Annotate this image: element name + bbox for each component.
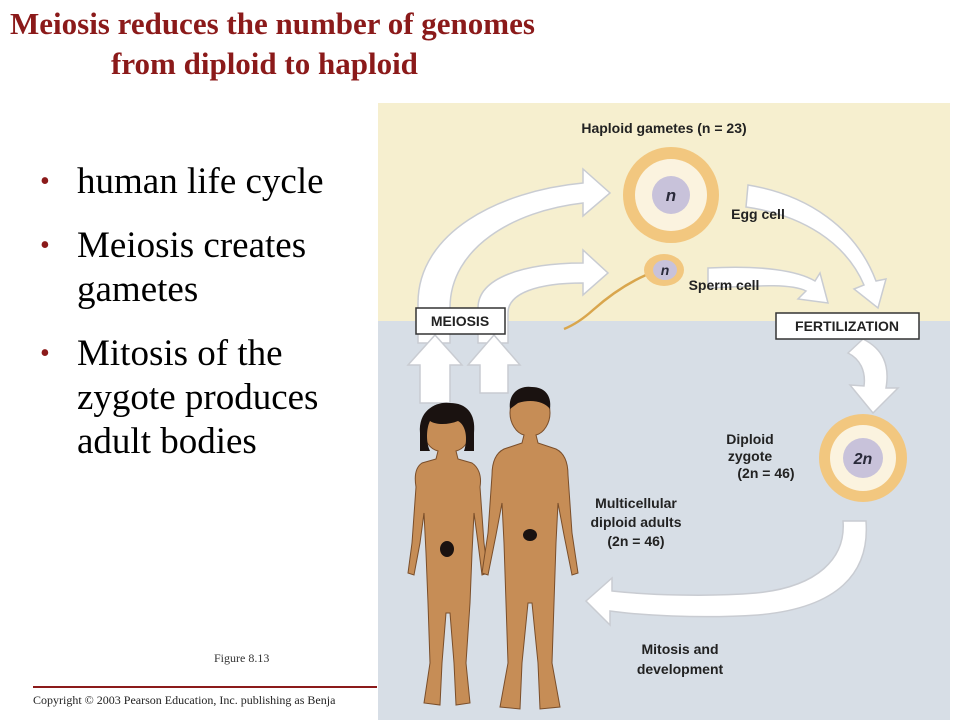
male-hair (509, 386, 551, 409)
zygote-label: Diploid zygote (2n = 46) (726, 431, 794, 481)
egg-cell: n (623, 147, 719, 243)
adults-label-line-1: Multicellular (595, 495, 677, 511)
mitosis-label: Mitosis and development (637, 641, 724, 677)
adult-female-to-meiosis-arrow (406, 333, 464, 404)
adult-male-to-meiosis-arrow (466, 333, 522, 394)
fertilization-to-zygote-arrow (846, 338, 900, 415)
bullet-text: Meiosis creates gametes (77, 225, 307, 310)
meiosis-box: MEIOSIS (415, 307, 506, 335)
adults-label-line-2: diploid adults (591, 514, 682, 530)
zygote-label-line-3: (2n = 46) (737, 465, 794, 481)
male-figure (481, 392, 579, 710)
mitosis-label-line-2: development (637, 661, 724, 677)
bullet-dot-icon: • (40, 230, 50, 261)
bullet-list: • human life cycle • Meiosis creates gamet… (40, 160, 340, 484)
meiosis-to-sperm-arrow (477, 248, 610, 344)
sperm-cell: n (563, 254, 684, 331)
footer-rule (33, 686, 377, 688)
adults-label: Multicellular diploid adults (2n = 46) (591, 495, 682, 549)
zygote-nucleus-label: 2n (853, 451, 873, 468)
bullet-text: human life cycle (77, 161, 324, 202)
sperm-to-fertilization-arrow (707, 266, 830, 304)
bullet-dot-icon: • (40, 338, 50, 369)
zygote-cell: 2n (819, 414, 907, 502)
egg-to-fertilization-arrow (745, 184, 888, 310)
male-pubic (523, 529, 537, 541)
sperm-cell-label: Sperm cell (689, 277, 760, 293)
zygote-to-adults-arrow (584, 520, 868, 627)
female-pubic (440, 541, 454, 557)
female-hair (419, 402, 475, 451)
title-line-2: from diploid to haploid (111, 46, 418, 81)
bullet-item: • Meiosis creates gametes (40, 224, 340, 312)
life-cycle-diagram: n n 2n MEIOSIS FERTILIZATION Haploid gam… (378, 103, 950, 720)
title-line-1: Meiosis reduces the number of genomes (10, 6, 535, 41)
bullet-dot-icon: • (40, 166, 50, 197)
meiosis-label: MEIOSIS (431, 313, 489, 329)
sperm-nucleus-label: n (661, 262, 670, 278)
bullet-item: • human life cycle (40, 160, 340, 204)
slide-title: Meiosis reduces the number of genomes fr… (10, 4, 710, 84)
bullet-text: Mitosis of the zygote produces adult bod… (77, 333, 319, 462)
zygote-label-line-2: zygote (728, 448, 773, 464)
figure-caption: Figure 8.13 (214, 651, 270, 665)
fertilization-label: FERTILIZATION (795, 318, 899, 334)
copyright-text: Copyright © 2003 Pearson Education, Inc.… (33, 693, 336, 707)
haploid-gametes-label: Haploid gametes (n = 23) (581, 120, 746, 136)
egg-cell-label: Egg cell (731, 206, 785, 222)
bullet-item: • Mitosis of the zygote produces adult bo… (40, 332, 340, 464)
egg-nucleus-label: n (666, 186, 676, 205)
zygote-label-line-1: Diploid (726, 431, 773, 447)
fertilization-box: FERTILIZATION (775, 312, 920, 340)
mitosis-label-line-1: Mitosis and (641, 641, 718, 657)
adults-label-line-3: (2n = 46) (607, 533, 664, 549)
